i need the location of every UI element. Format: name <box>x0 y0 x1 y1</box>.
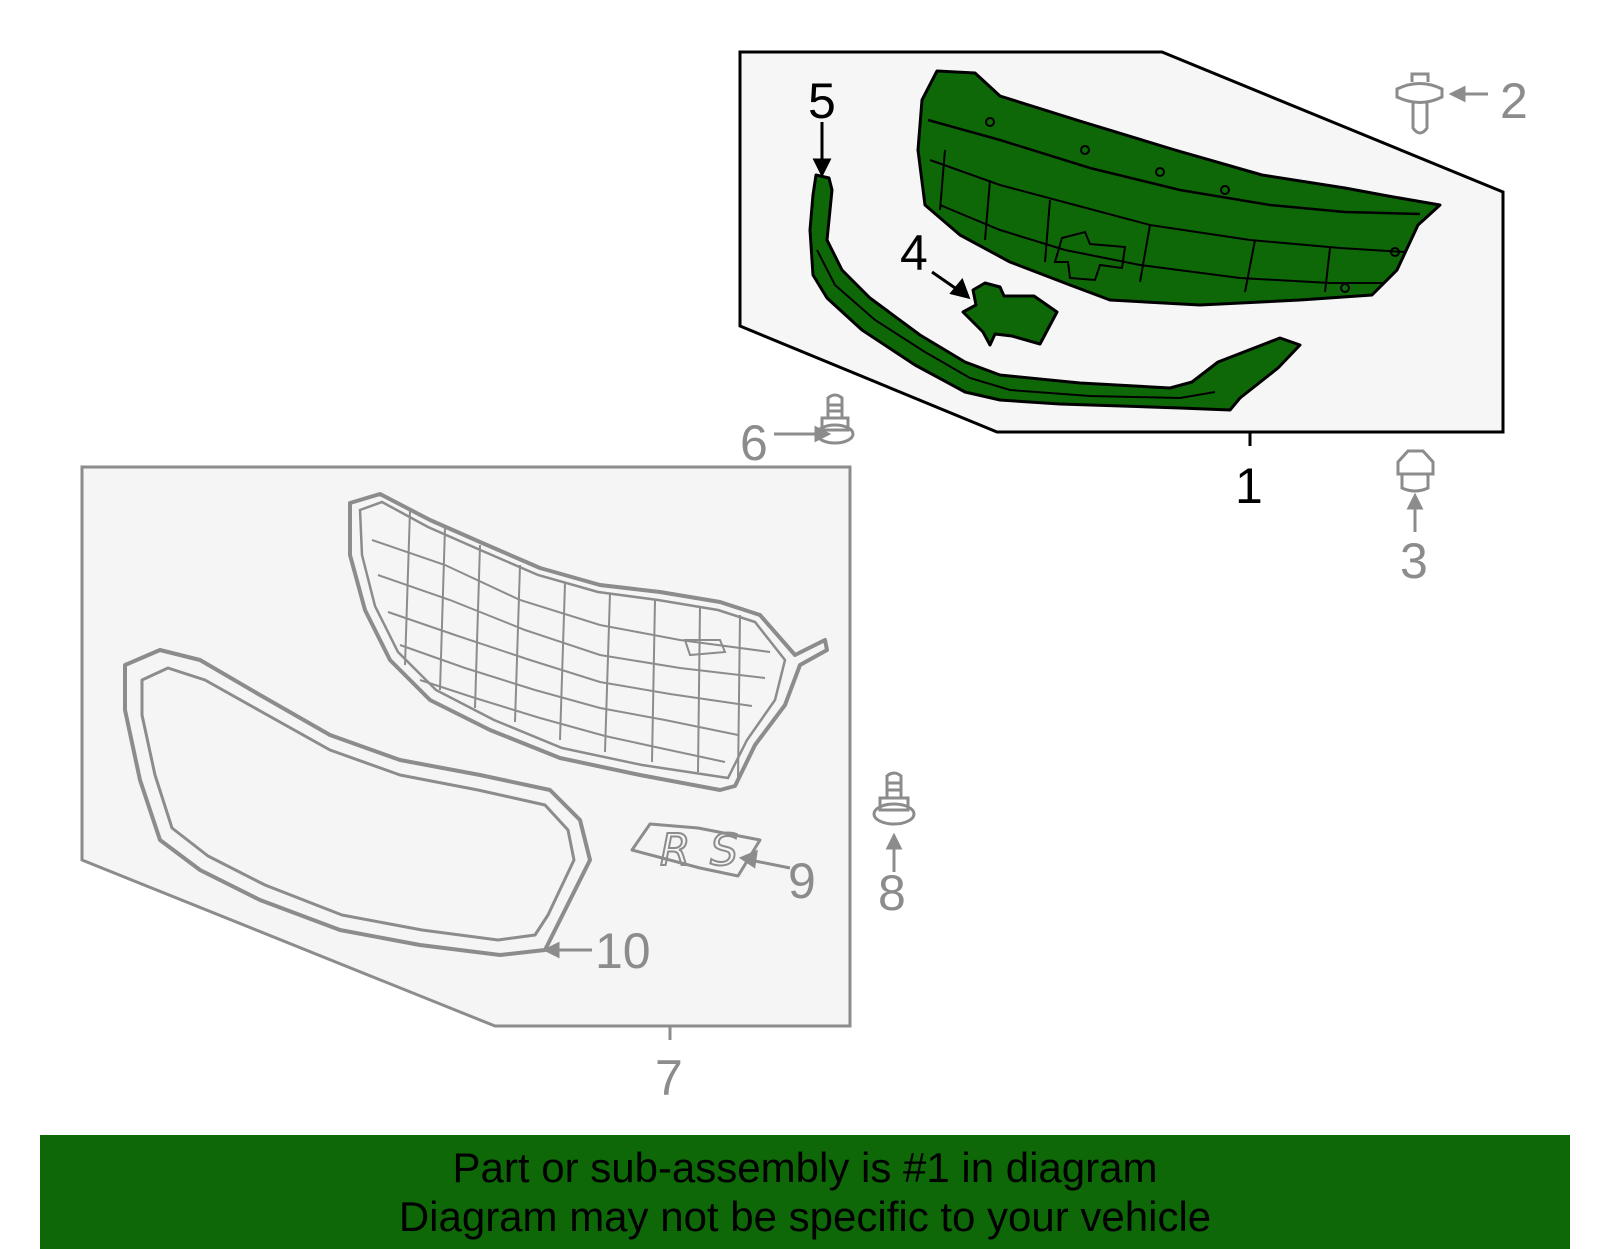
callout-2: 2 <box>1500 73 1528 129</box>
callout-1: 1 <box>1235 458 1263 514</box>
callout-5: 5 <box>808 73 836 129</box>
callout-10: 10 <box>595 923 651 979</box>
disclaimer-banner: Part or sub-assembly is #1 in diagram Di… <box>40 1135 1570 1249</box>
assembly-1-panel <box>738 50 1505 446</box>
hex-nut-icon <box>1396 449 1435 532</box>
banner-line-2: Diagram may not be specific to your vehi… <box>398 1193 1212 1240</box>
callout-7: 7 <box>655 1050 683 1106</box>
assembly-7-panel: RS <box>80 465 852 1040</box>
callout-4: 4 <box>900 225 928 281</box>
bowtie-emblem-part[interactable] <box>961 281 1059 347</box>
callout-3: 3 <box>1400 533 1428 589</box>
callout-leaders-top <box>812 122 971 300</box>
lower-molding-part[interactable] <box>808 173 1302 412</box>
grille-surround-trim-part[interactable] <box>123 648 592 957</box>
bolt-with-washer-icon-6 <box>774 393 855 445</box>
callout-6: 6 <box>740 415 768 471</box>
callout-9: 9 <box>788 853 816 909</box>
bolt-with-washer-icon-8 <box>872 771 916 872</box>
callout-8: 8 <box>878 865 906 921</box>
banner-line-1: Part or sub-assembly is #1 in diagram <box>452 1144 1158 1191</box>
push-pin-fastener-icon <box>1395 72 1488 135</box>
upper-grille-part[interactable] <box>916 69 1442 307</box>
callout-numbers: 1 2 3 4 5 6 7 8 9 10 <box>595 73 1528 1106</box>
callout-leaders-bottom <box>542 849 791 959</box>
rs-upper-grille-part[interactable] <box>348 492 829 792</box>
